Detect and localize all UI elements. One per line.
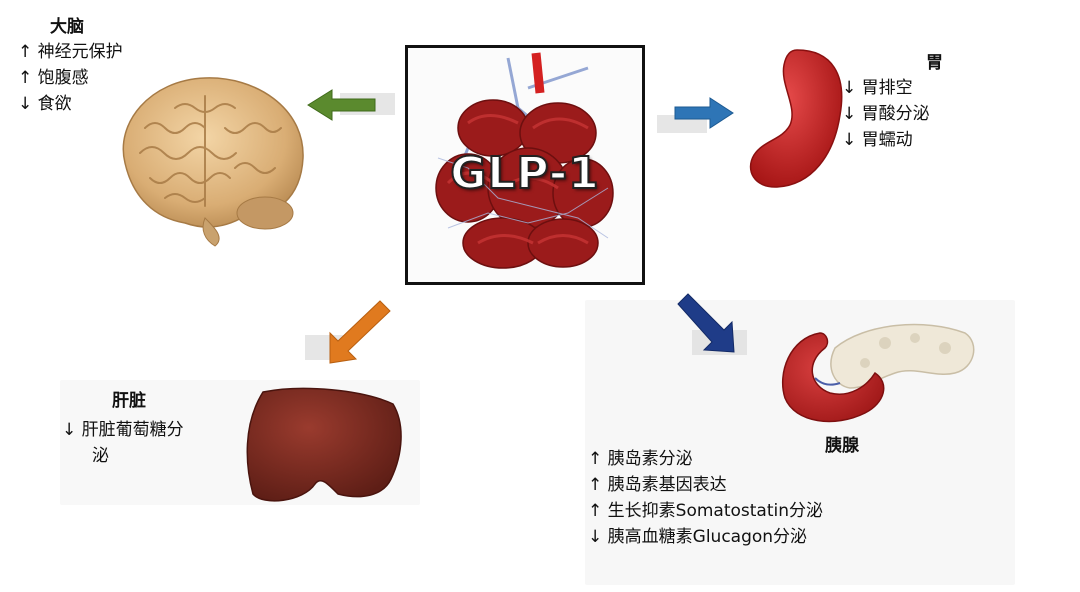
arrow-to-stomach: [657, 97, 734, 133]
pancreas-effect-2: ↑ 胰岛素基因表达: [588, 475, 727, 495]
stomach-illustration: [749, 49, 843, 188]
liver-block: 肝脏 ↓ 肝脏葡萄糖分 泌: [62, 386, 184, 469]
stomach-effect-3: ↓ 胃蠕动: [842, 130, 913, 150]
pancreas-effect-4: ↓ 胰高血糖素Glucagon分泌: [588, 527, 808, 547]
brain-effect-1: ↑ 神经元保护: [18, 42, 123, 62]
pancreas-title: 胰腺: [825, 436, 859, 456]
pancreas-illustration: [781, 323, 975, 423]
arrow-to-brain: [307, 89, 395, 121]
liver-illustration: [246, 387, 402, 502]
brain-illustration: [122, 77, 304, 247]
intestine-illustration: [408, 48, 642, 282]
liver-effect-1-wrap: 泌: [92, 446, 109, 466]
stomach-effect-2: ↓ 胃酸分泌: [842, 104, 930, 124]
brain-effect-2: ↑ 饱腹感: [18, 68, 89, 88]
center-image-box: GLP-1: [405, 45, 645, 285]
stomach-title: 胃: [926, 53, 943, 73]
arrow-to-pancreas: [677, 293, 747, 355]
brain-block: 大脑 ↑ 神经元保护 ↑ 饱腹感 ↓ 食欲: [18, 12, 123, 117]
glp-1-label: GLP-1: [449, 147, 600, 200]
pancreas-effect-3: ↑ 生长抑素Somatostatin分泌: [588, 501, 823, 521]
pancreas-block: ↑ 胰岛素分泌 ↑ 胰岛素基因表达 ↑ 生长抑素Somatostatin分泌 ↓…: [588, 446, 823, 550]
stomach-block: 胃 ↓ 胃排空 ↓ 胃酸分泌 ↓ 胃蠕动: [842, 48, 943, 153]
brain-title: 大脑: [50, 17, 84, 37]
pancreas-effect-1: ↑ 胰岛素分泌: [588, 449, 693, 469]
liver-effect-1: ↓ 肝脏葡萄糖分: [62, 420, 184, 440]
stomach-effect-1: ↓ 胃排空: [842, 78, 913, 98]
arrow-to-liver: [305, 300, 391, 364]
liver-title: 肝脏: [112, 391, 146, 411]
brain-effect-3: ↓ 食欲: [18, 94, 72, 114]
